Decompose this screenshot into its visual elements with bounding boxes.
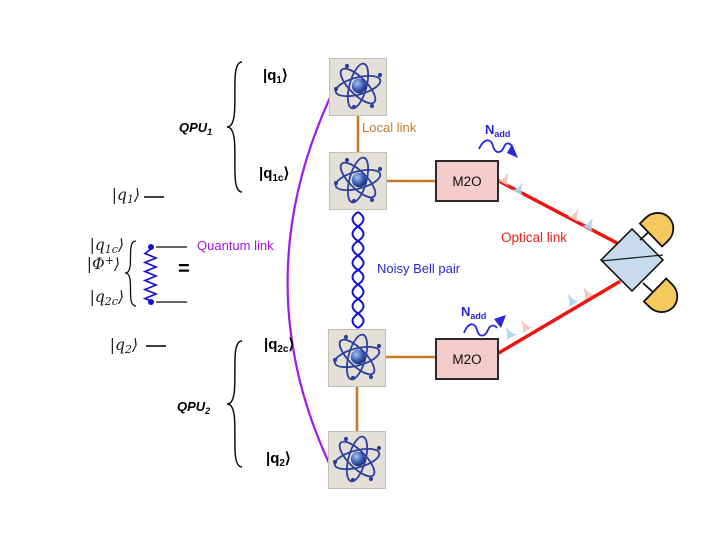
noise-nadd-bottom-label: Nadd [461,304,487,321]
m2o-box-top: M2O [435,160,499,202]
qpu1-label: QPU1 [179,120,213,137]
detector-bottom-icon [642,277,685,320]
ket-q2-label: |q2⟩ [266,450,291,469]
ket-q1-label: |q1⟩ [263,67,288,86]
brace-phi [124,240,137,307]
atom-icon-q1c [328,151,388,211]
brace-qpu2 [226,340,243,468]
local-link-label: Local link [362,120,417,135]
noise-arrow-bottom-icon [463,315,506,337]
qpu2-label: QPU2 [177,399,211,416]
math-ket-q2: |q2⟩ [109,336,138,356]
math-ket-phi: |Φ+⟩ [86,254,120,273]
quantum-link-line [286,76,341,464]
quantum-link-label: Quantum link [197,238,274,253]
atom-icon-q1 [328,57,388,117]
atom-icon-q2c [327,328,387,388]
noise-arrow-top-icon [478,139,518,158]
m2o-box-bottom: M2O [435,338,499,380]
atom-icon-q2 [327,430,387,490]
optical-beam-bottom [495,280,621,356]
bell-pair-zigzag-icon [142,244,159,305]
beam-splitter-icon [599,227,665,293]
math-ket-q1c: |q1c⟩ [89,236,124,256]
noise-nadd-top-label: Nadd [485,122,511,139]
detector-top-icon [638,205,681,248]
brace-qpu1 [226,61,243,193]
math-ket-q2c: |q2c⟩ [89,288,124,308]
noisy-bell-pair-label: Noisy Bell pair [377,261,461,276]
ket-q2c-label: |q2c⟩ [264,336,295,355]
optical-link-label: Optical link [501,230,568,245]
ket-q1c-label: |q1c⟩ [259,165,290,184]
math-ket-q1: |q1⟩ [111,186,140,206]
noisy-bell-pair-helix-icon [351,211,365,329]
equals-sign: = [178,258,190,280]
